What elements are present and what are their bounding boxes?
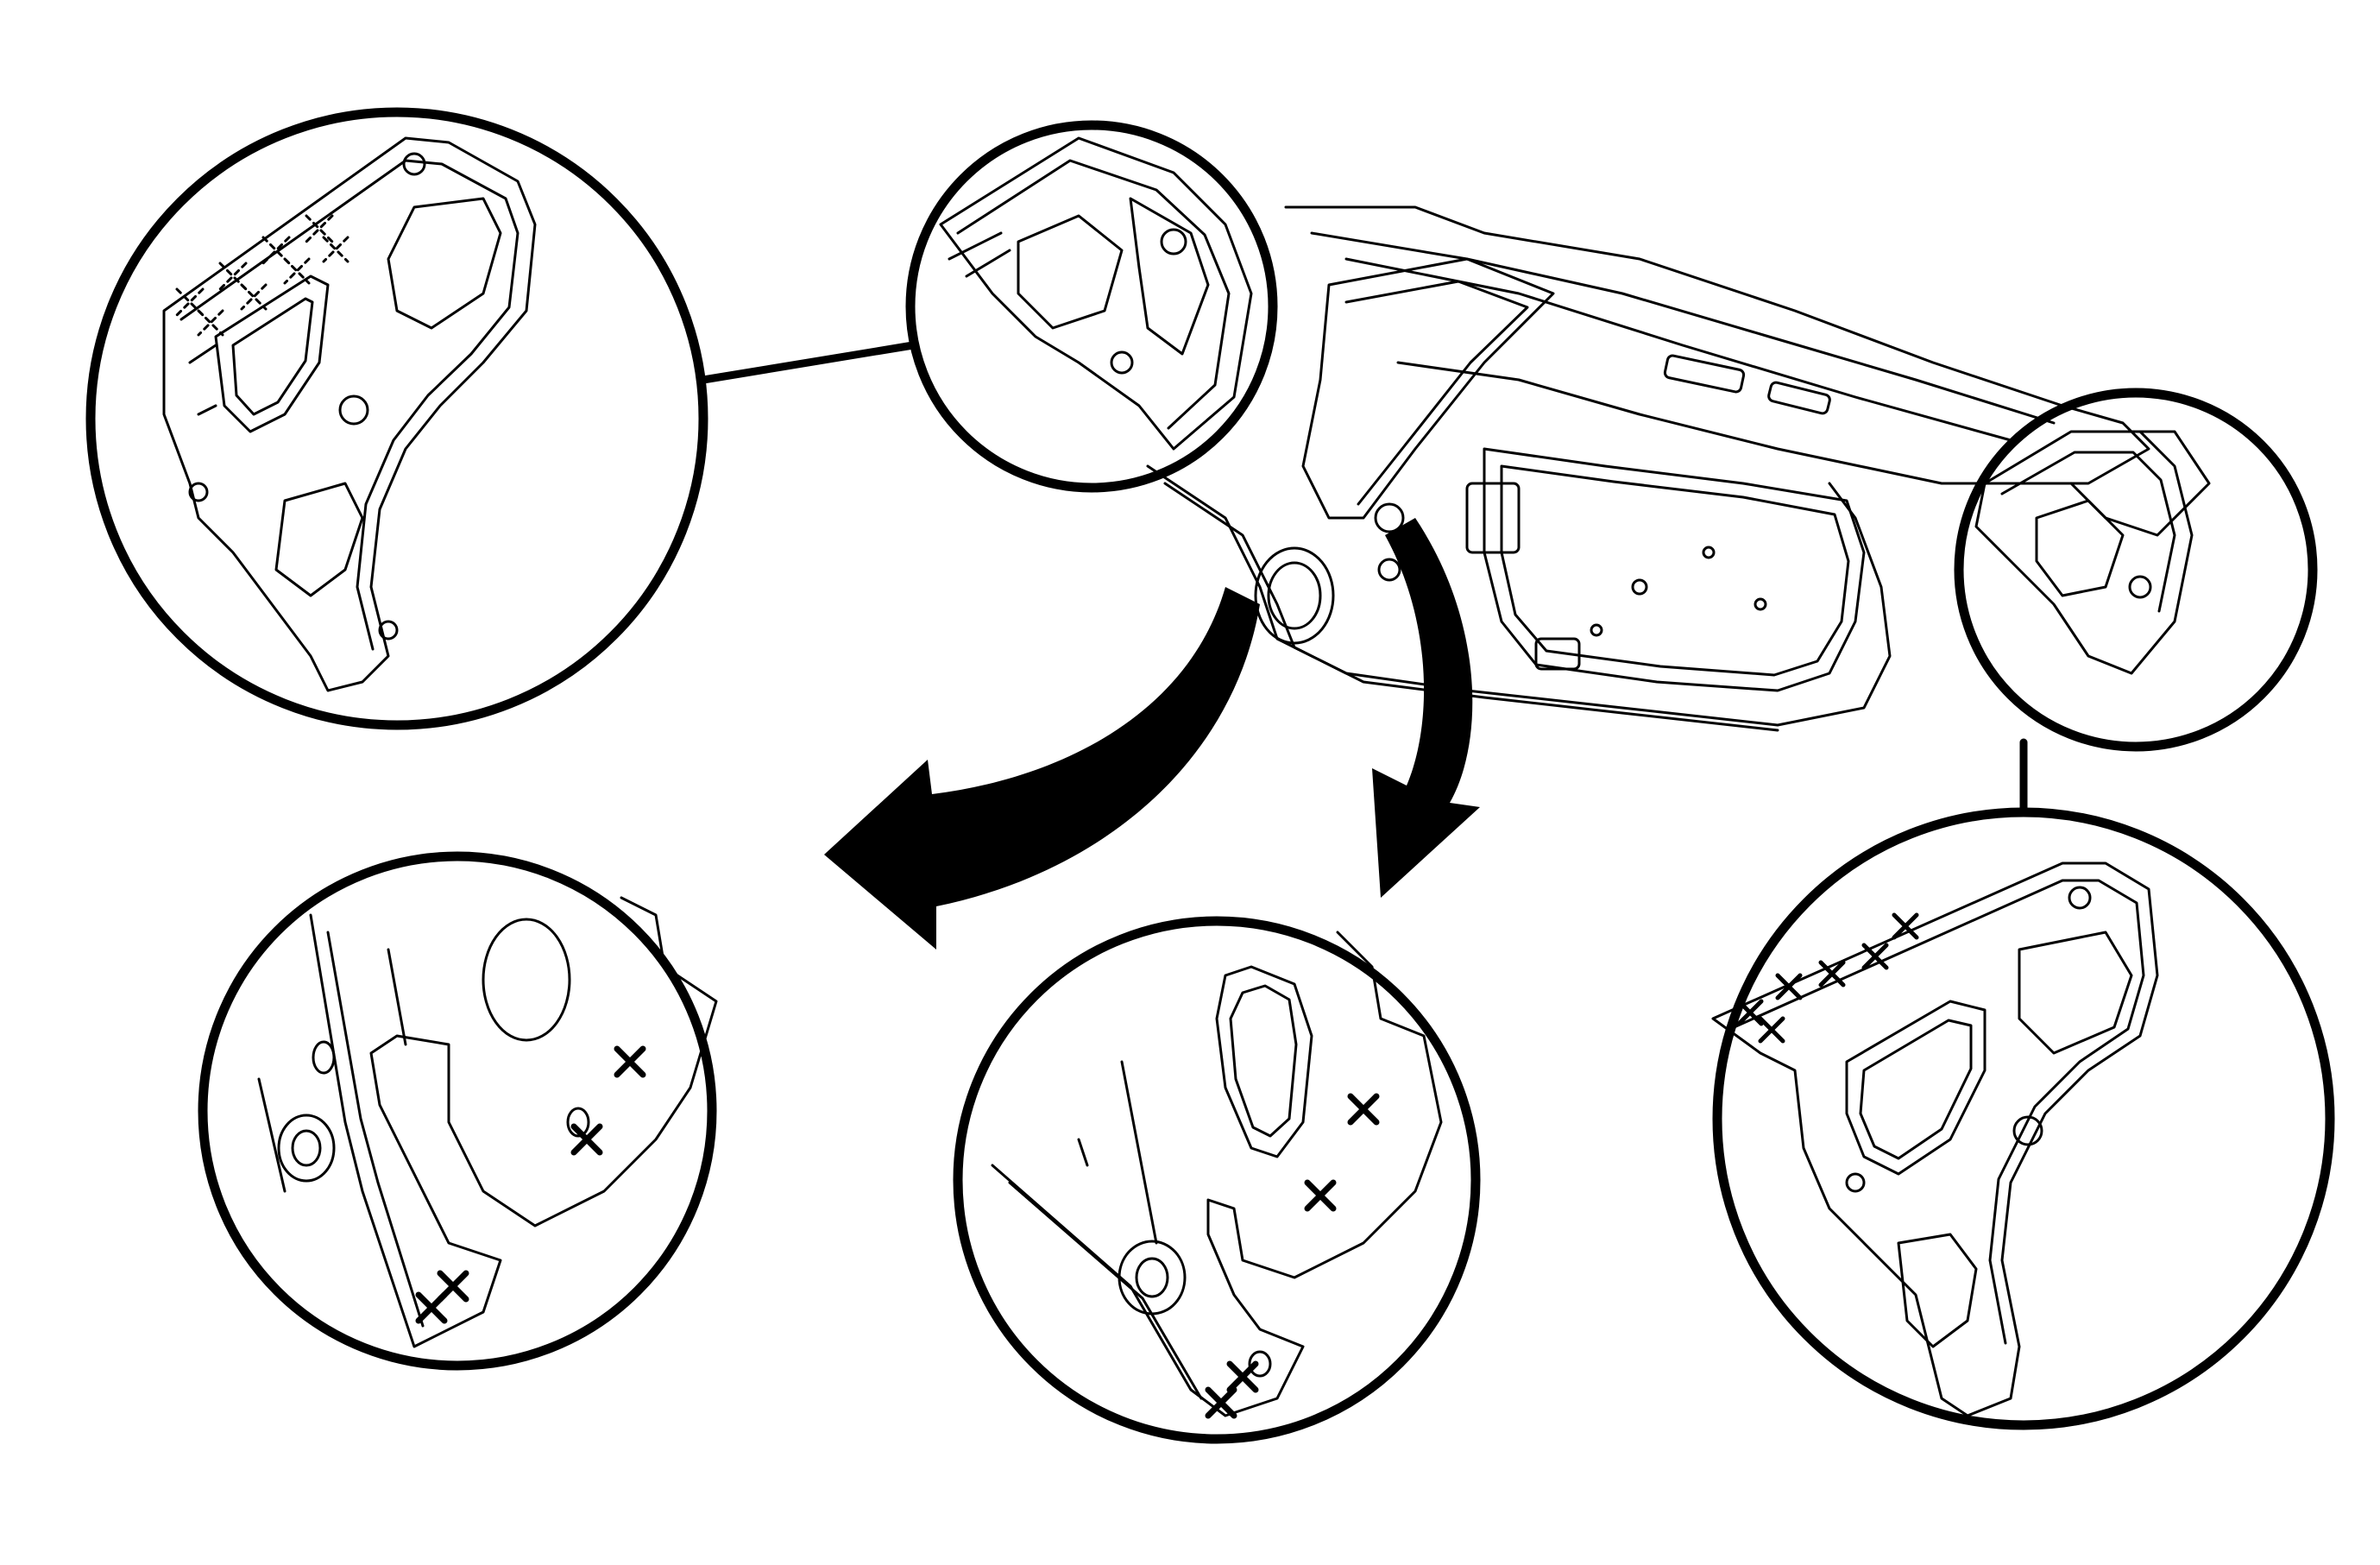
callout-arrows xyxy=(824,518,1480,950)
front-body-assembly xyxy=(1146,205,2211,732)
source-circle-right xyxy=(1954,388,2318,752)
arrow-to-lower-center xyxy=(1372,518,1480,898)
detail-circle-lower-right xyxy=(1711,807,2335,1430)
source-circle-upper xyxy=(905,120,1278,493)
leader-upper-left xyxy=(699,341,917,384)
weld-marks-lower-right xyxy=(1736,912,1919,1044)
detail-circle-lower-center xyxy=(953,916,1481,1444)
weld-marks-lower-center xyxy=(1205,1093,1380,1419)
detail-circle-lower-left xyxy=(198,851,718,1371)
detail-circle-upper-left xyxy=(85,107,708,730)
leader-lines xyxy=(699,341,2028,816)
arrow-to-lower-left xyxy=(824,587,1260,950)
weld-marks-upper-left xyxy=(175,214,349,337)
weld-marks-lower-left xyxy=(415,1045,646,1324)
